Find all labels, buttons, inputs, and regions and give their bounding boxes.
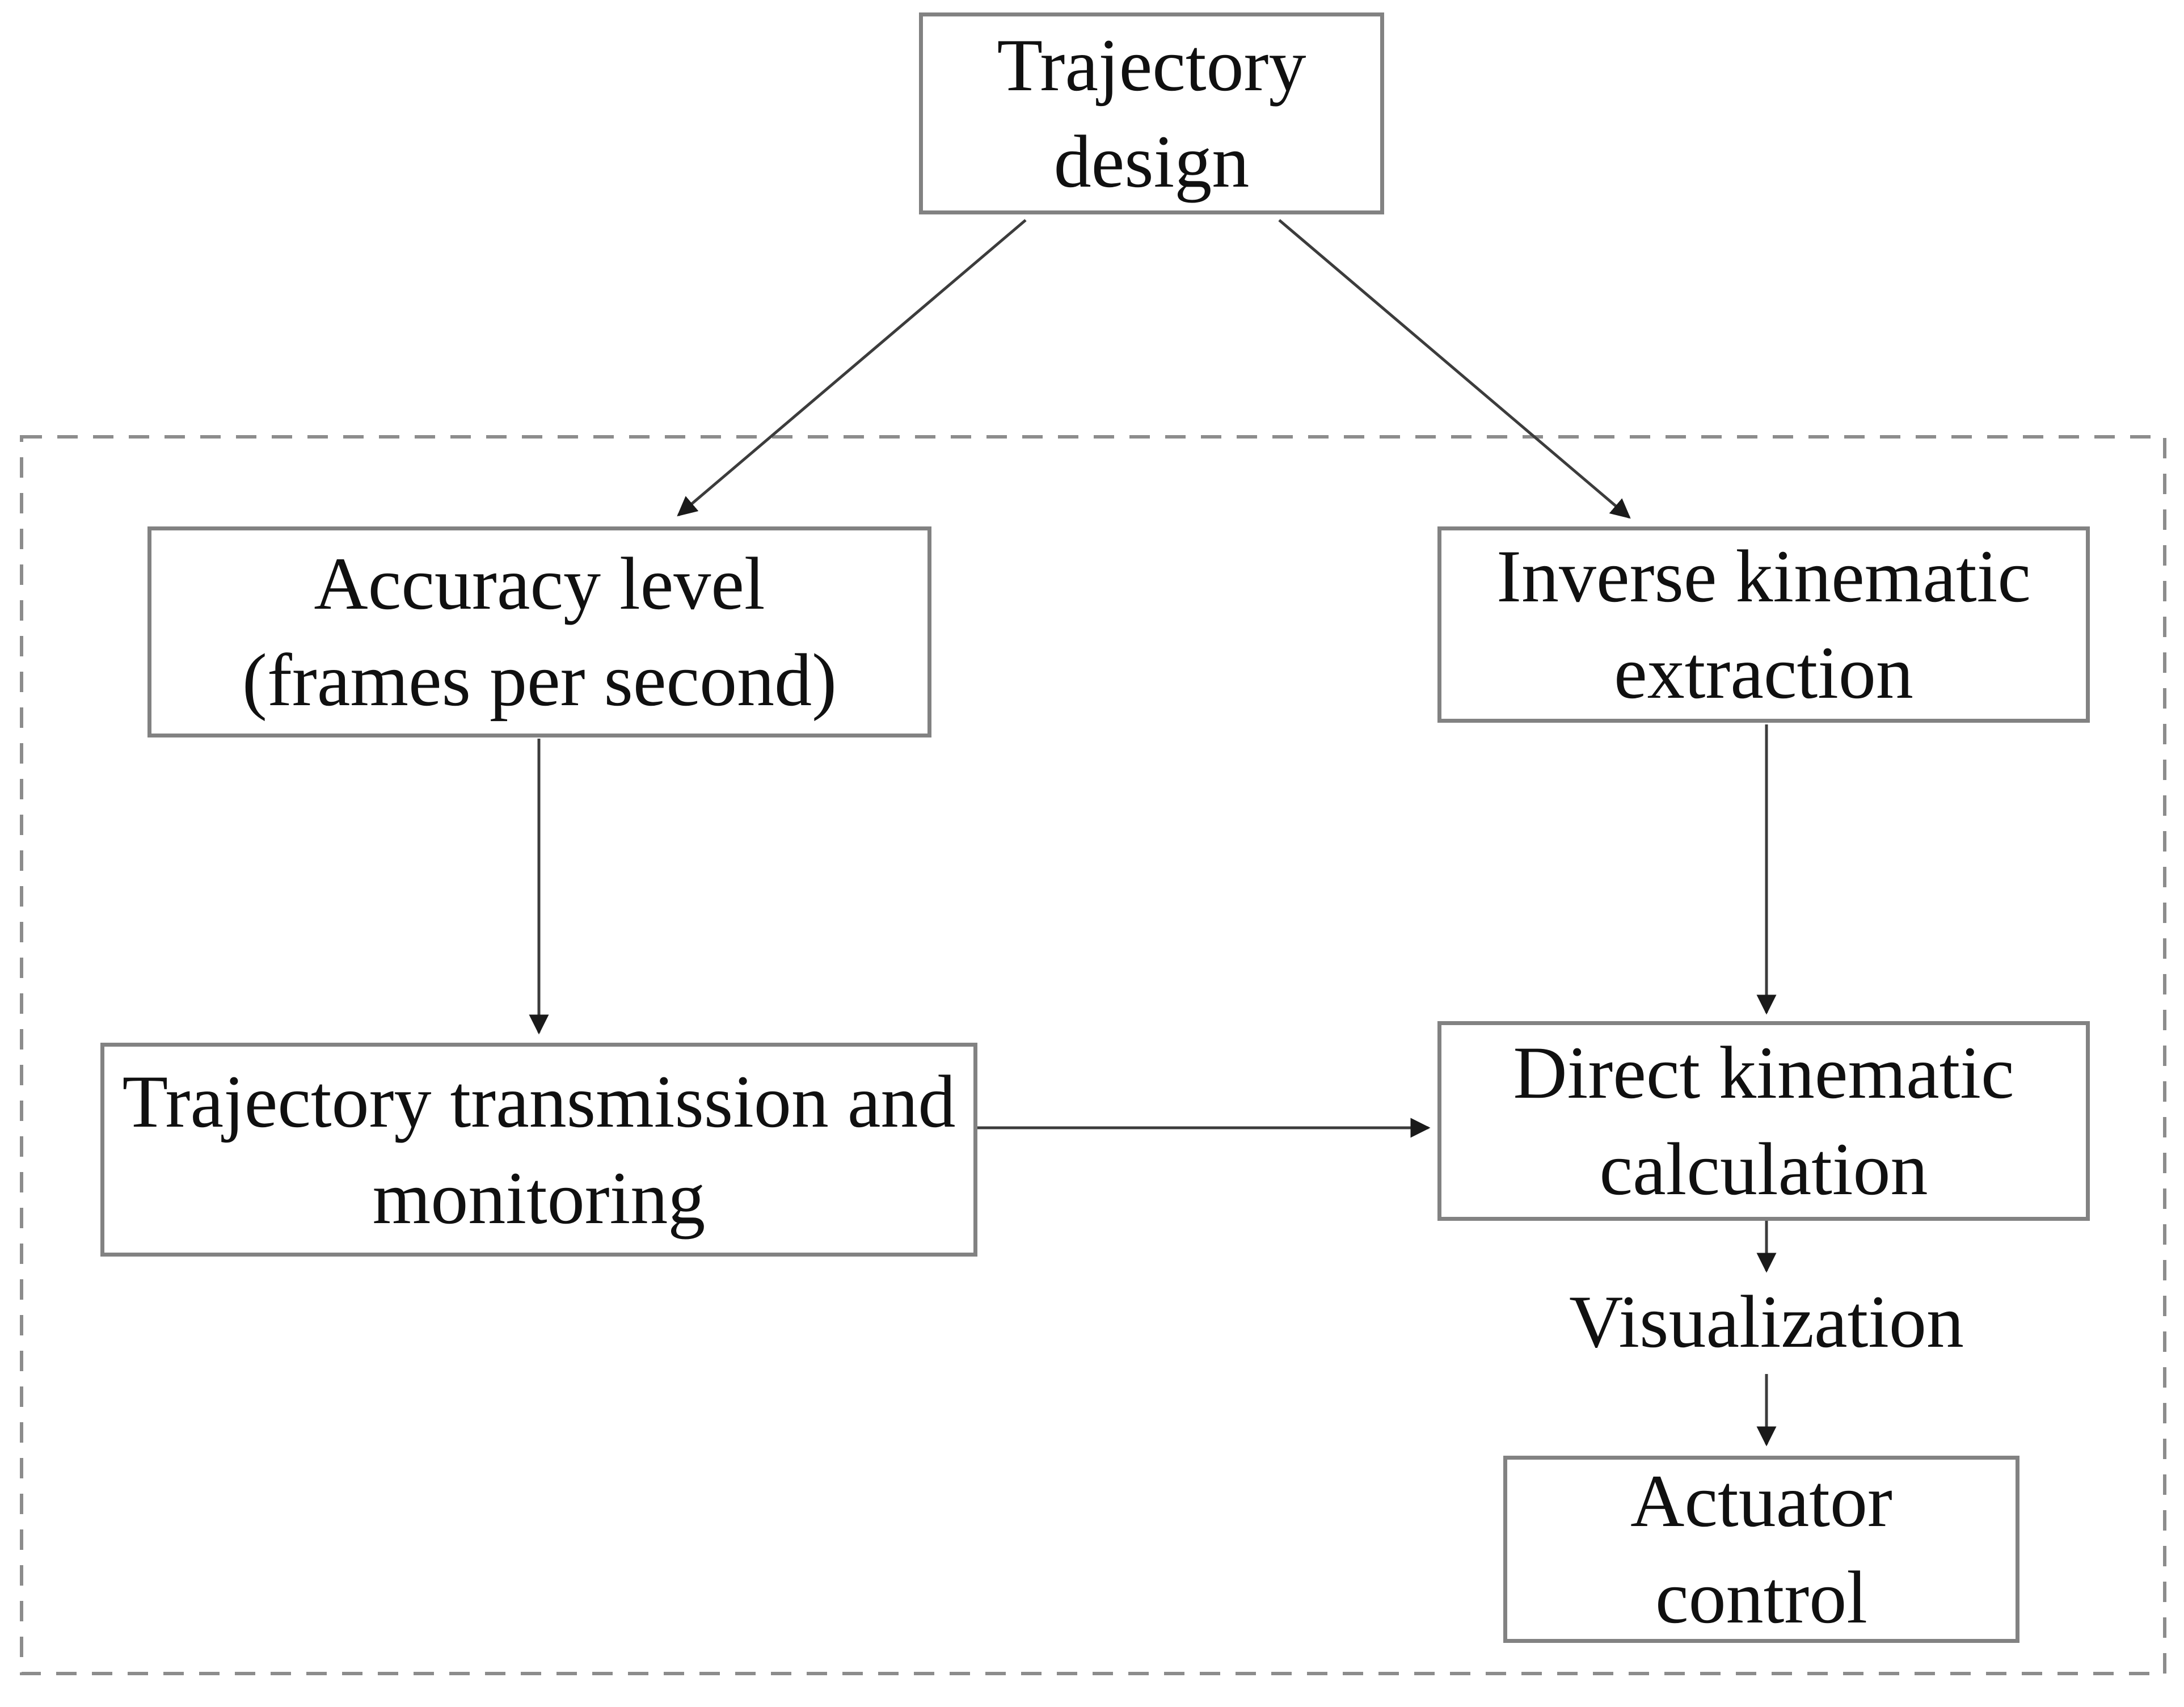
node-visualization: Visualization bbox=[1483, 1279, 2050, 1364]
edge-design-to-accuracy bbox=[677, 219, 1027, 517]
node-direct-kinematic-label-line2: calculation bbox=[1599, 1127, 1928, 1211]
node-accuracy-level-label-line2: (frames per second) bbox=[242, 638, 837, 722]
node-direct-kinematic-label-line1: Direct kinematic bbox=[1513, 1031, 2014, 1114]
node-trajectory-transmission: Trajectory transmission and monitoring bbox=[100, 1043, 977, 1257]
node-inverse-kinematic-label-line1: Inverse kinematic bbox=[1496, 534, 2031, 618]
node-actuator-control-label-line2: control bbox=[1655, 1556, 1867, 1639]
node-accuracy-level: Accuracy level (frames per second) bbox=[147, 526, 931, 737]
node-trajectory-design-label-line2: design bbox=[1053, 120, 1250, 203]
node-actuator-control-label-line1: Actuator bbox=[1630, 1459, 1892, 1542]
node-visualization-label: Visualization bbox=[1569, 1280, 1964, 1363]
node-trajectory-transmission-label-line1: Trajectory transmission and bbox=[122, 1059, 956, 1143]
node-actuator-control: Actuator control bbox=[1503, 1456, 2019, 1643]
node-trajectory-design: Trajectory design bbox=[919, 12, 1384, 214]
dashed-container-border bbox=[20, 435, 2166, 1675]
node-inverse-kinematic-label-line2: extraction bbox=[1614, 631, 1913, 714]
node-trajectory-transmission-label-line2: monitoring bbox=[372, 1156, 706, 1240]
node-accuracy-level-label-line1: Accuracy level bbox=[314, 542, 765, 625]
edge-design-to-inverse bbox=[1278, 219, 1631, 519]
node-direct-kinematic: Direct kinematic calculation bbox=[1437, 1021, 2090, 1221]
node-trajectory-design-label-line1: Trajectory bbox=[997, 23, 1306, 107]
node-inverse-kinematic: Inverse kinematic extraction bbox=[1437, 526, 2090, 723]
